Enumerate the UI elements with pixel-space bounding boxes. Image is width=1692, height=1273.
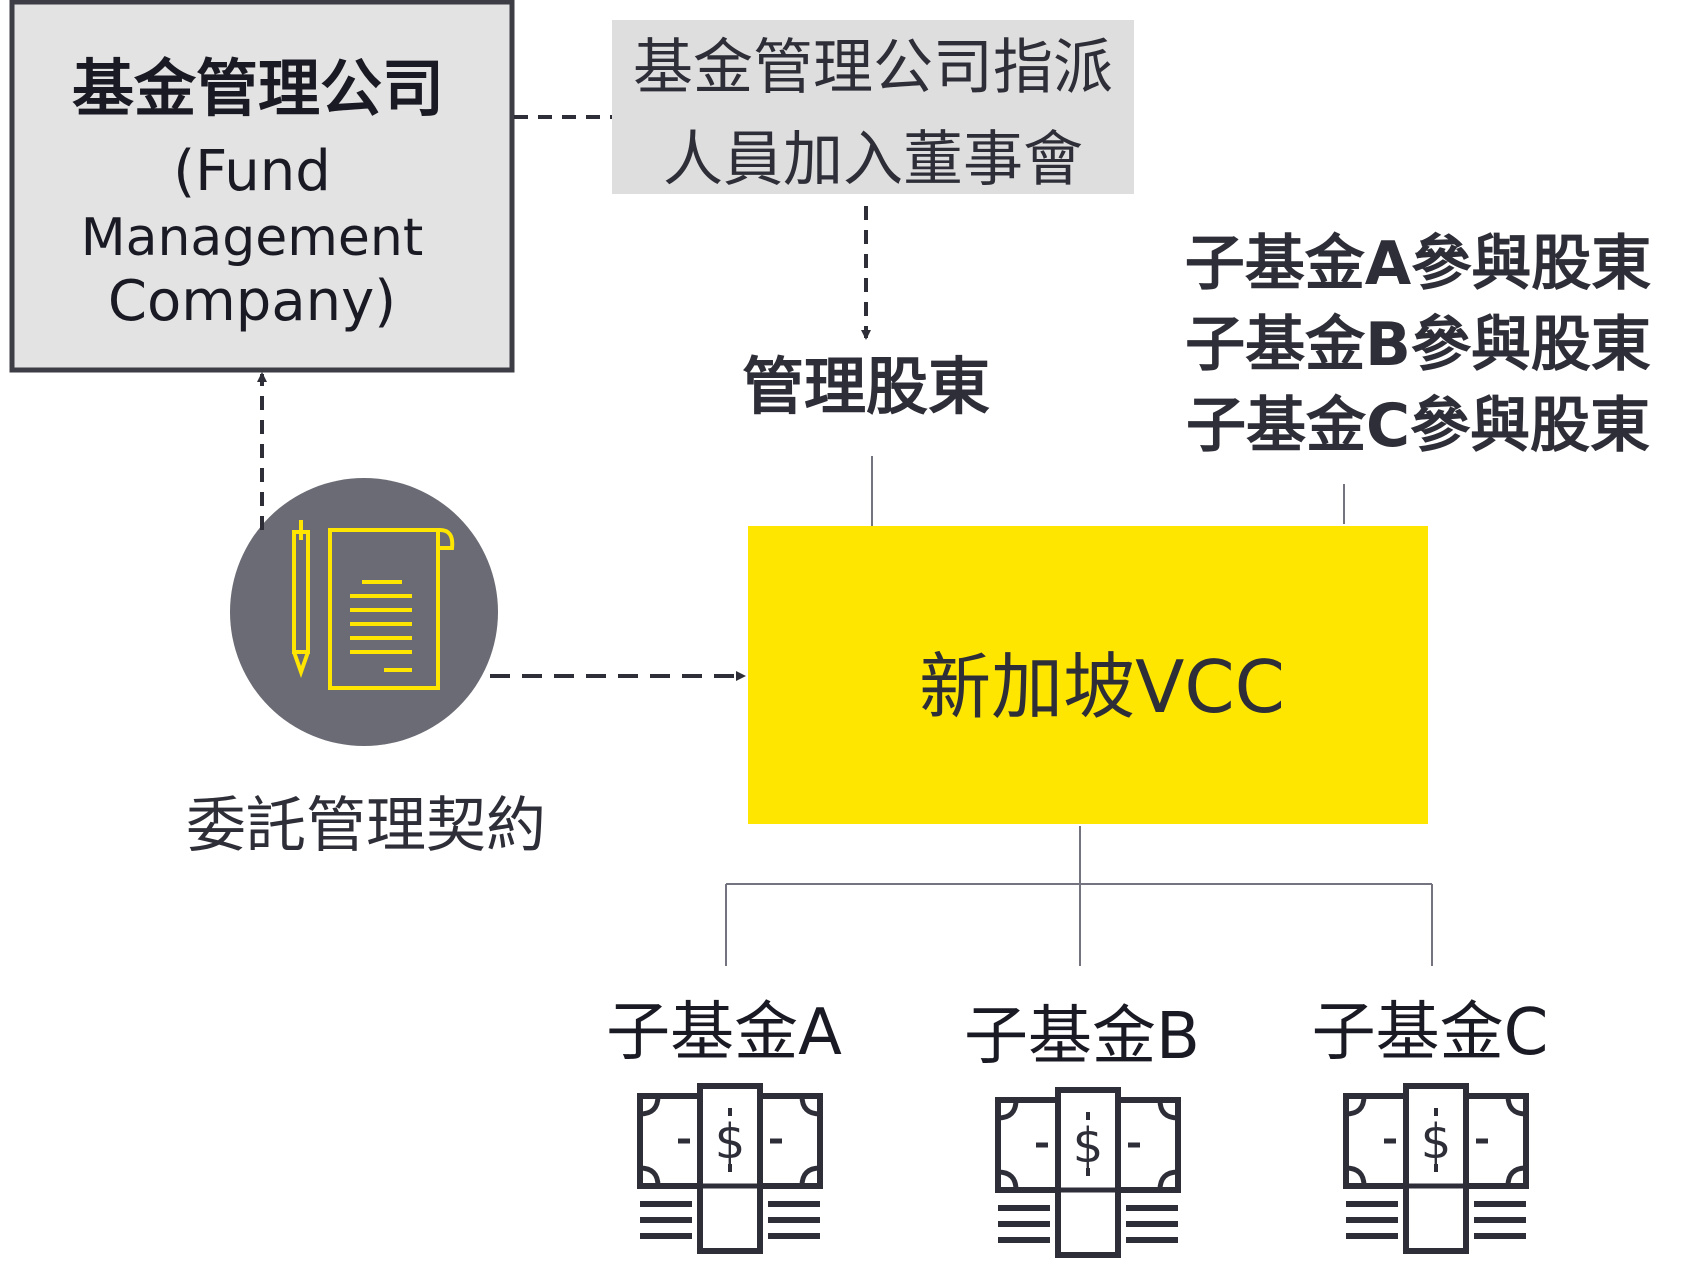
subfund-c-label: 子基金C [1312,996,1549,1070]
subfund-c-cash-bundle-icon [1346,1086,1526,1251]
fund-management-company-name-en-2: Management [81,208,424,268]
management-agreement-label: 委託管理契約 [186,791,546,861]
subfund-a-cash-bundle-icon [640,1086,820,1251]
participating-shareholder-a: 子基金A參與股東 [1185,229,1651,299]
subfund-b-label: 子基金B [964,1000,1200,1074]
management-shareholder-label: 管理股東 [742,350,990,423]
fund-management-company-name-en-1: (Fund [173,139,331,204]
fund-management-company-box [9,0,515,373]
board-appointment-note [612,20,1134,194]
vcc-box [748,526,1428,824]
participating-shareholder-b: 子基金B參與股東 [1185,310,1651,380]
board-appointment-line-2: 人員加入董事會 [663,125,1083,195]
subfund-b-cash-bundle-icon [998,1090,1178,1255]
contract-scroll-icon [230,478,498,746]
participating-shareholder-c: 子基金C參與股東 [1186,391,1650,461]
fund-management-company-name-en-3: Company) [108,269,396,334]
subfund-a-label: 子基金A [606,996,842,1070]
fund-management-company-name-zh: 基金管理公司 [72,52,444,125]
board-appointment-line-1: 基金管理公司指派 [633,33,1113,103]
vcc-label: 新加坡VCC [919,645,1285,729]
